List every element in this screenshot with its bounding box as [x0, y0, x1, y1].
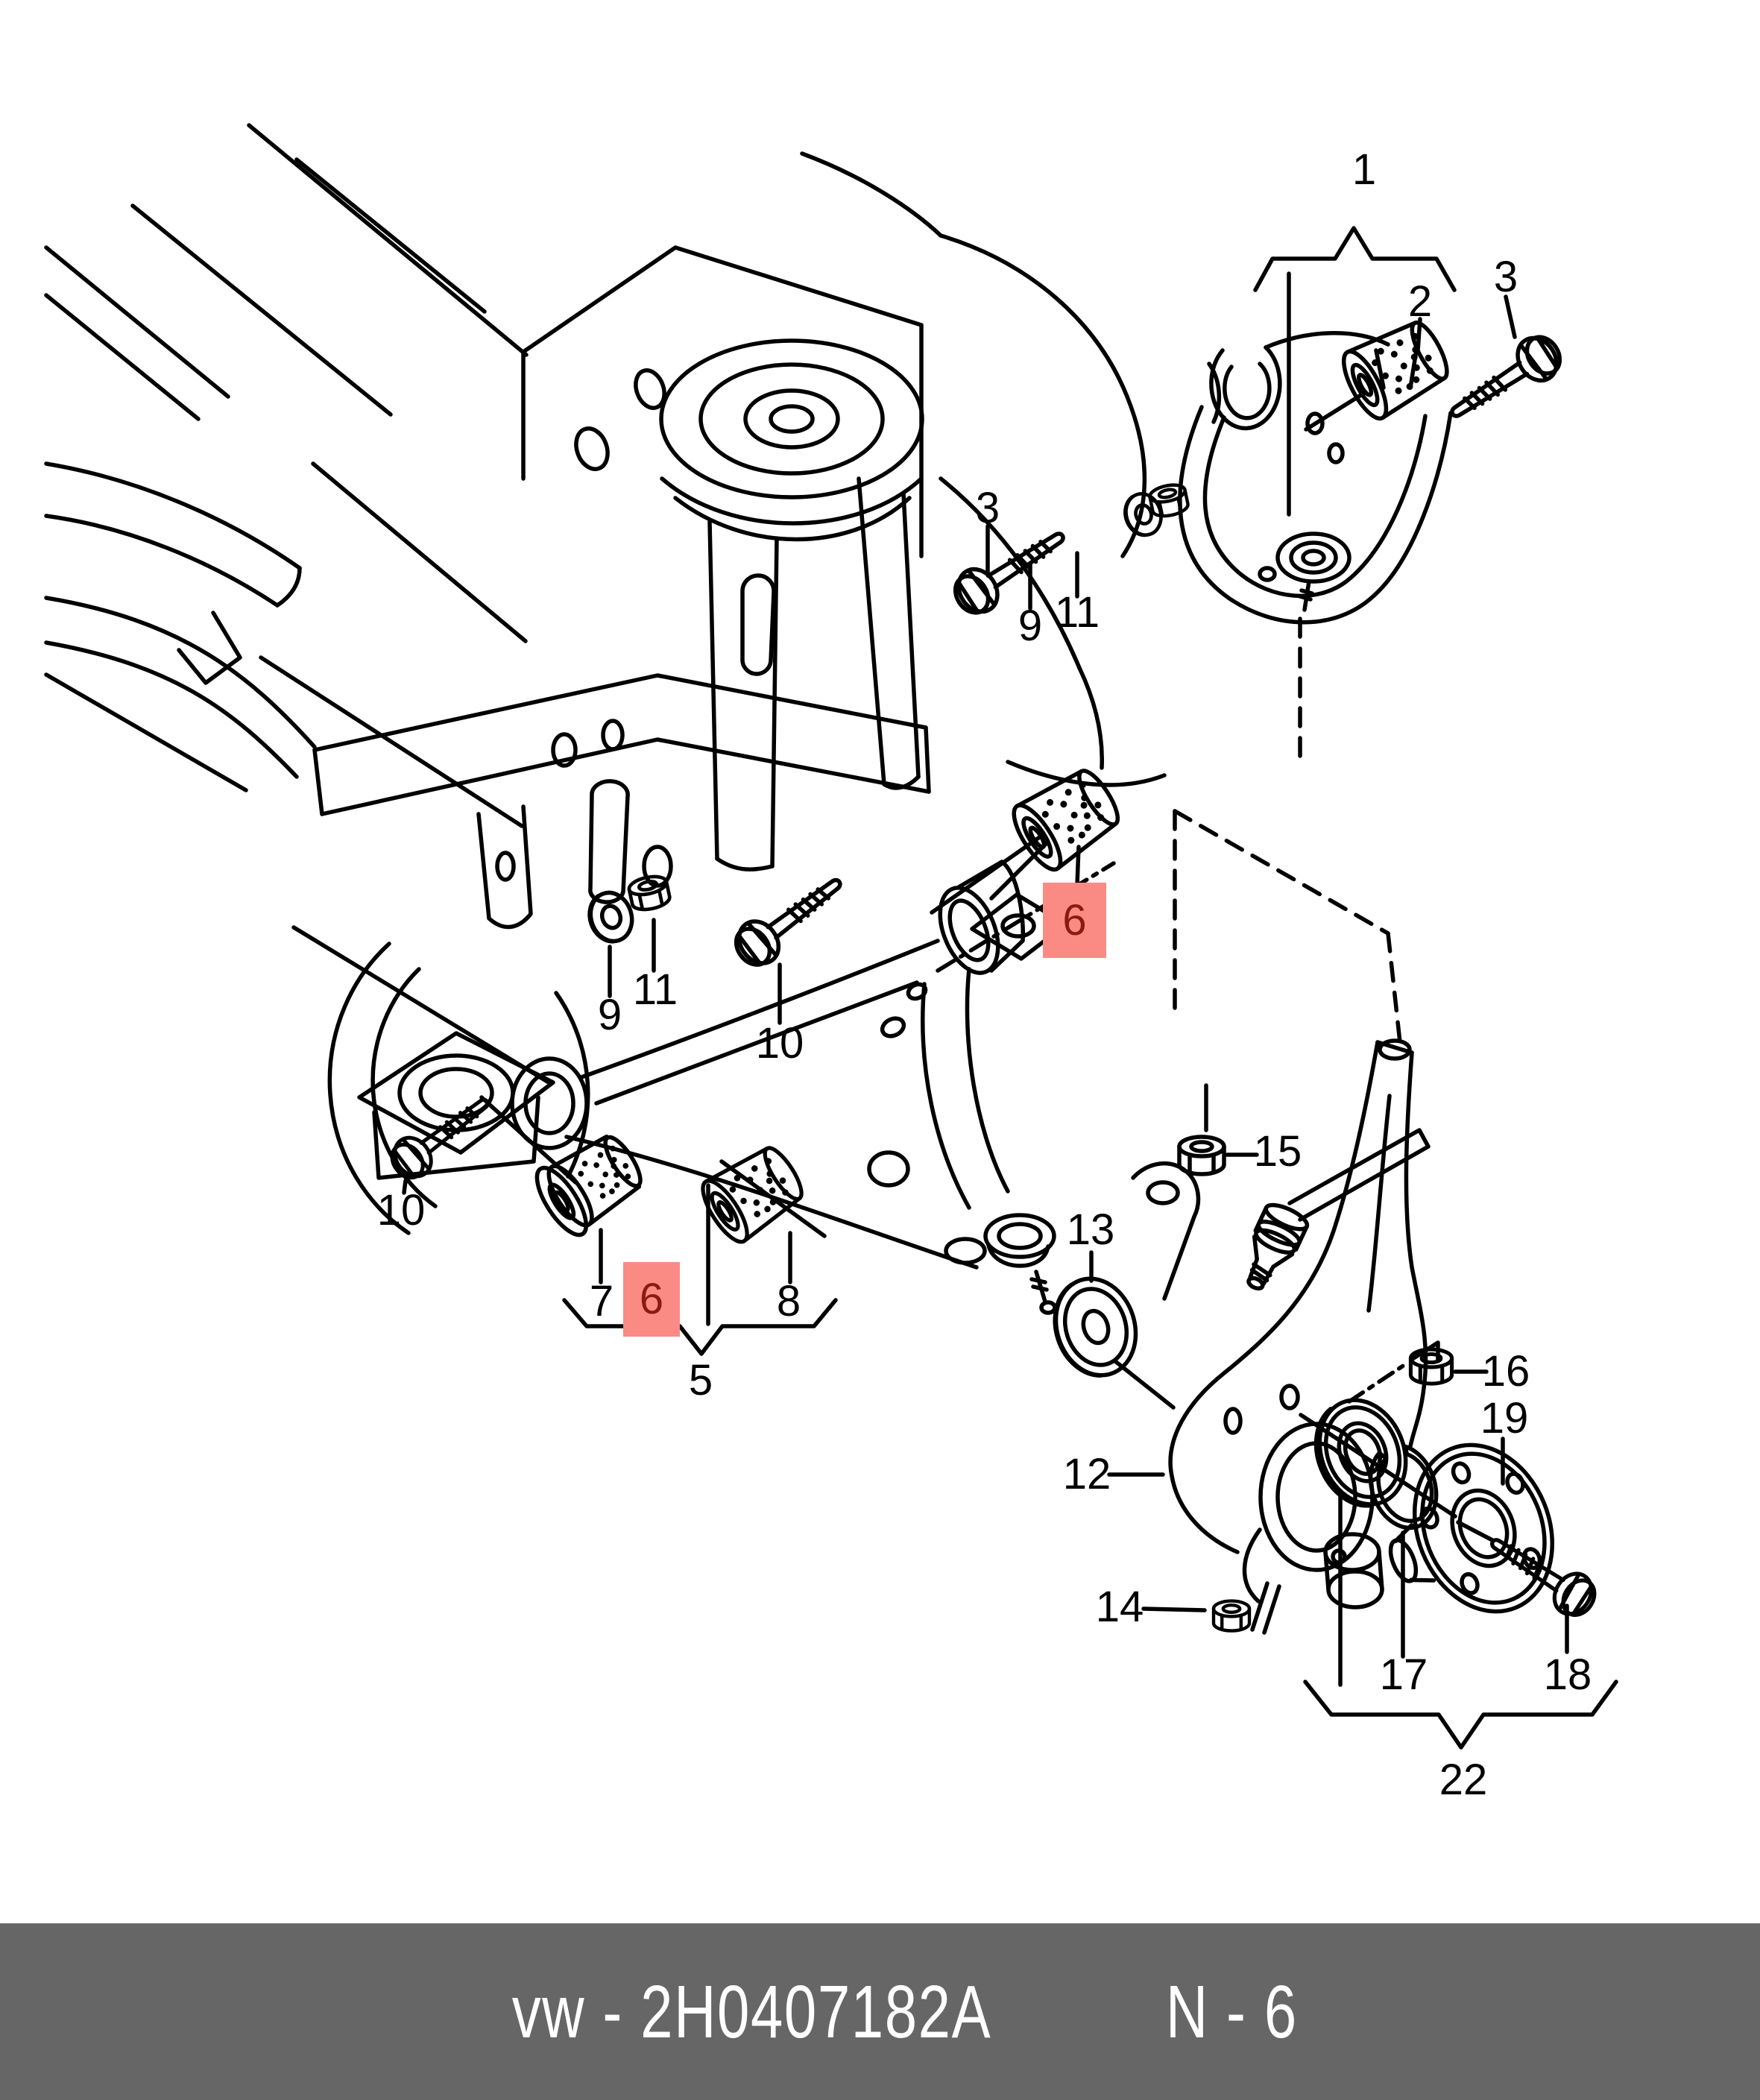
- callout-9-upper[interactable]: 9: [1018, 602, 1043, 650]
- knuckle-hub-drawing: [1053, 1038, 1603, 1635]
- callout-10-mid[interactable]: 10: [755, 1019, 804, 1068]
- upper-control-arm-drawing: [1178, 313, 1568, 625]
- callout-8[interactable]: 8: [776, 1277, 801, 1325]
- callout-13[interactable]: 13: [1066, 1205, 1115, 1254]
- callout-5[interactable]: 5: [688, 1356, 713, 1404]
- callout-3-upper[interactable]: 3: [1493, 253, 1518, 301]
- callout-11-upper[interactable]: 11: [1054, 588, 1100, 637]
- callout-22[interactable]: 22: [1439, 1756, 1488, 1804]
- callout-10-left[interactable]: 10: [376, 1186, 426, 1235]
- callout-18[interactable]: 18: [1543, 1650, 1592, 1699]
- callout-6-lower-highlighted[interactable]: 6: [623, 1262, 680, 1337]
- footer-bar: vw - 2H0407182A N - 6: [0, 1923, 1760, 2100]
- callout-16[interactable]: 16: [1481, 1347, 1530, 1396]
- leader-lines: [402, 226, 1618, 1750]
- callout-19[interactable]: 19: [1480, 1394, 1529, 1442]
- lower-control-arm-drawing: [479, 760, 1128, 1315]
- callout-7[interactable]: 7: [589, 1277, 614, 1325]
- callout-11-lower[interactable]: 11: [632, 965, 678, 1014]
- callout-6-upper-highlighted[interactable]: 6: [1043, 883, 1106, 958]
- footer-page-code: N - 6: [1165, 1970, 1298, 2054]
- callout-17[interactable]: 17: [1379, 1650, 1428, 1699]
- footer-part-number: vw - 2H0407182A: [511, 1970, 991, 2054]
- callout-3-mid[interactable]: 3: [975, 484, 1000, 532]
- callout-12[interactable]: 12: [1062, 1450, 1111, 1498]
- callout-9-lower[interactable]: 9: [597, 991, 622, 1039]
- subframe-drawing: [44, 123, 1167, 1235]
- callout-1[interactable]: 1: [1351, 145, 1377, 194]
- callout-2[interactable]: 2: [1407, 277, 1433, 326]
- callout-15[interactable]: 15: [1253, 1127, 1302, 1176]
- callout-14[interactable]: 14: [1095, 1583, 1144, 1631]
